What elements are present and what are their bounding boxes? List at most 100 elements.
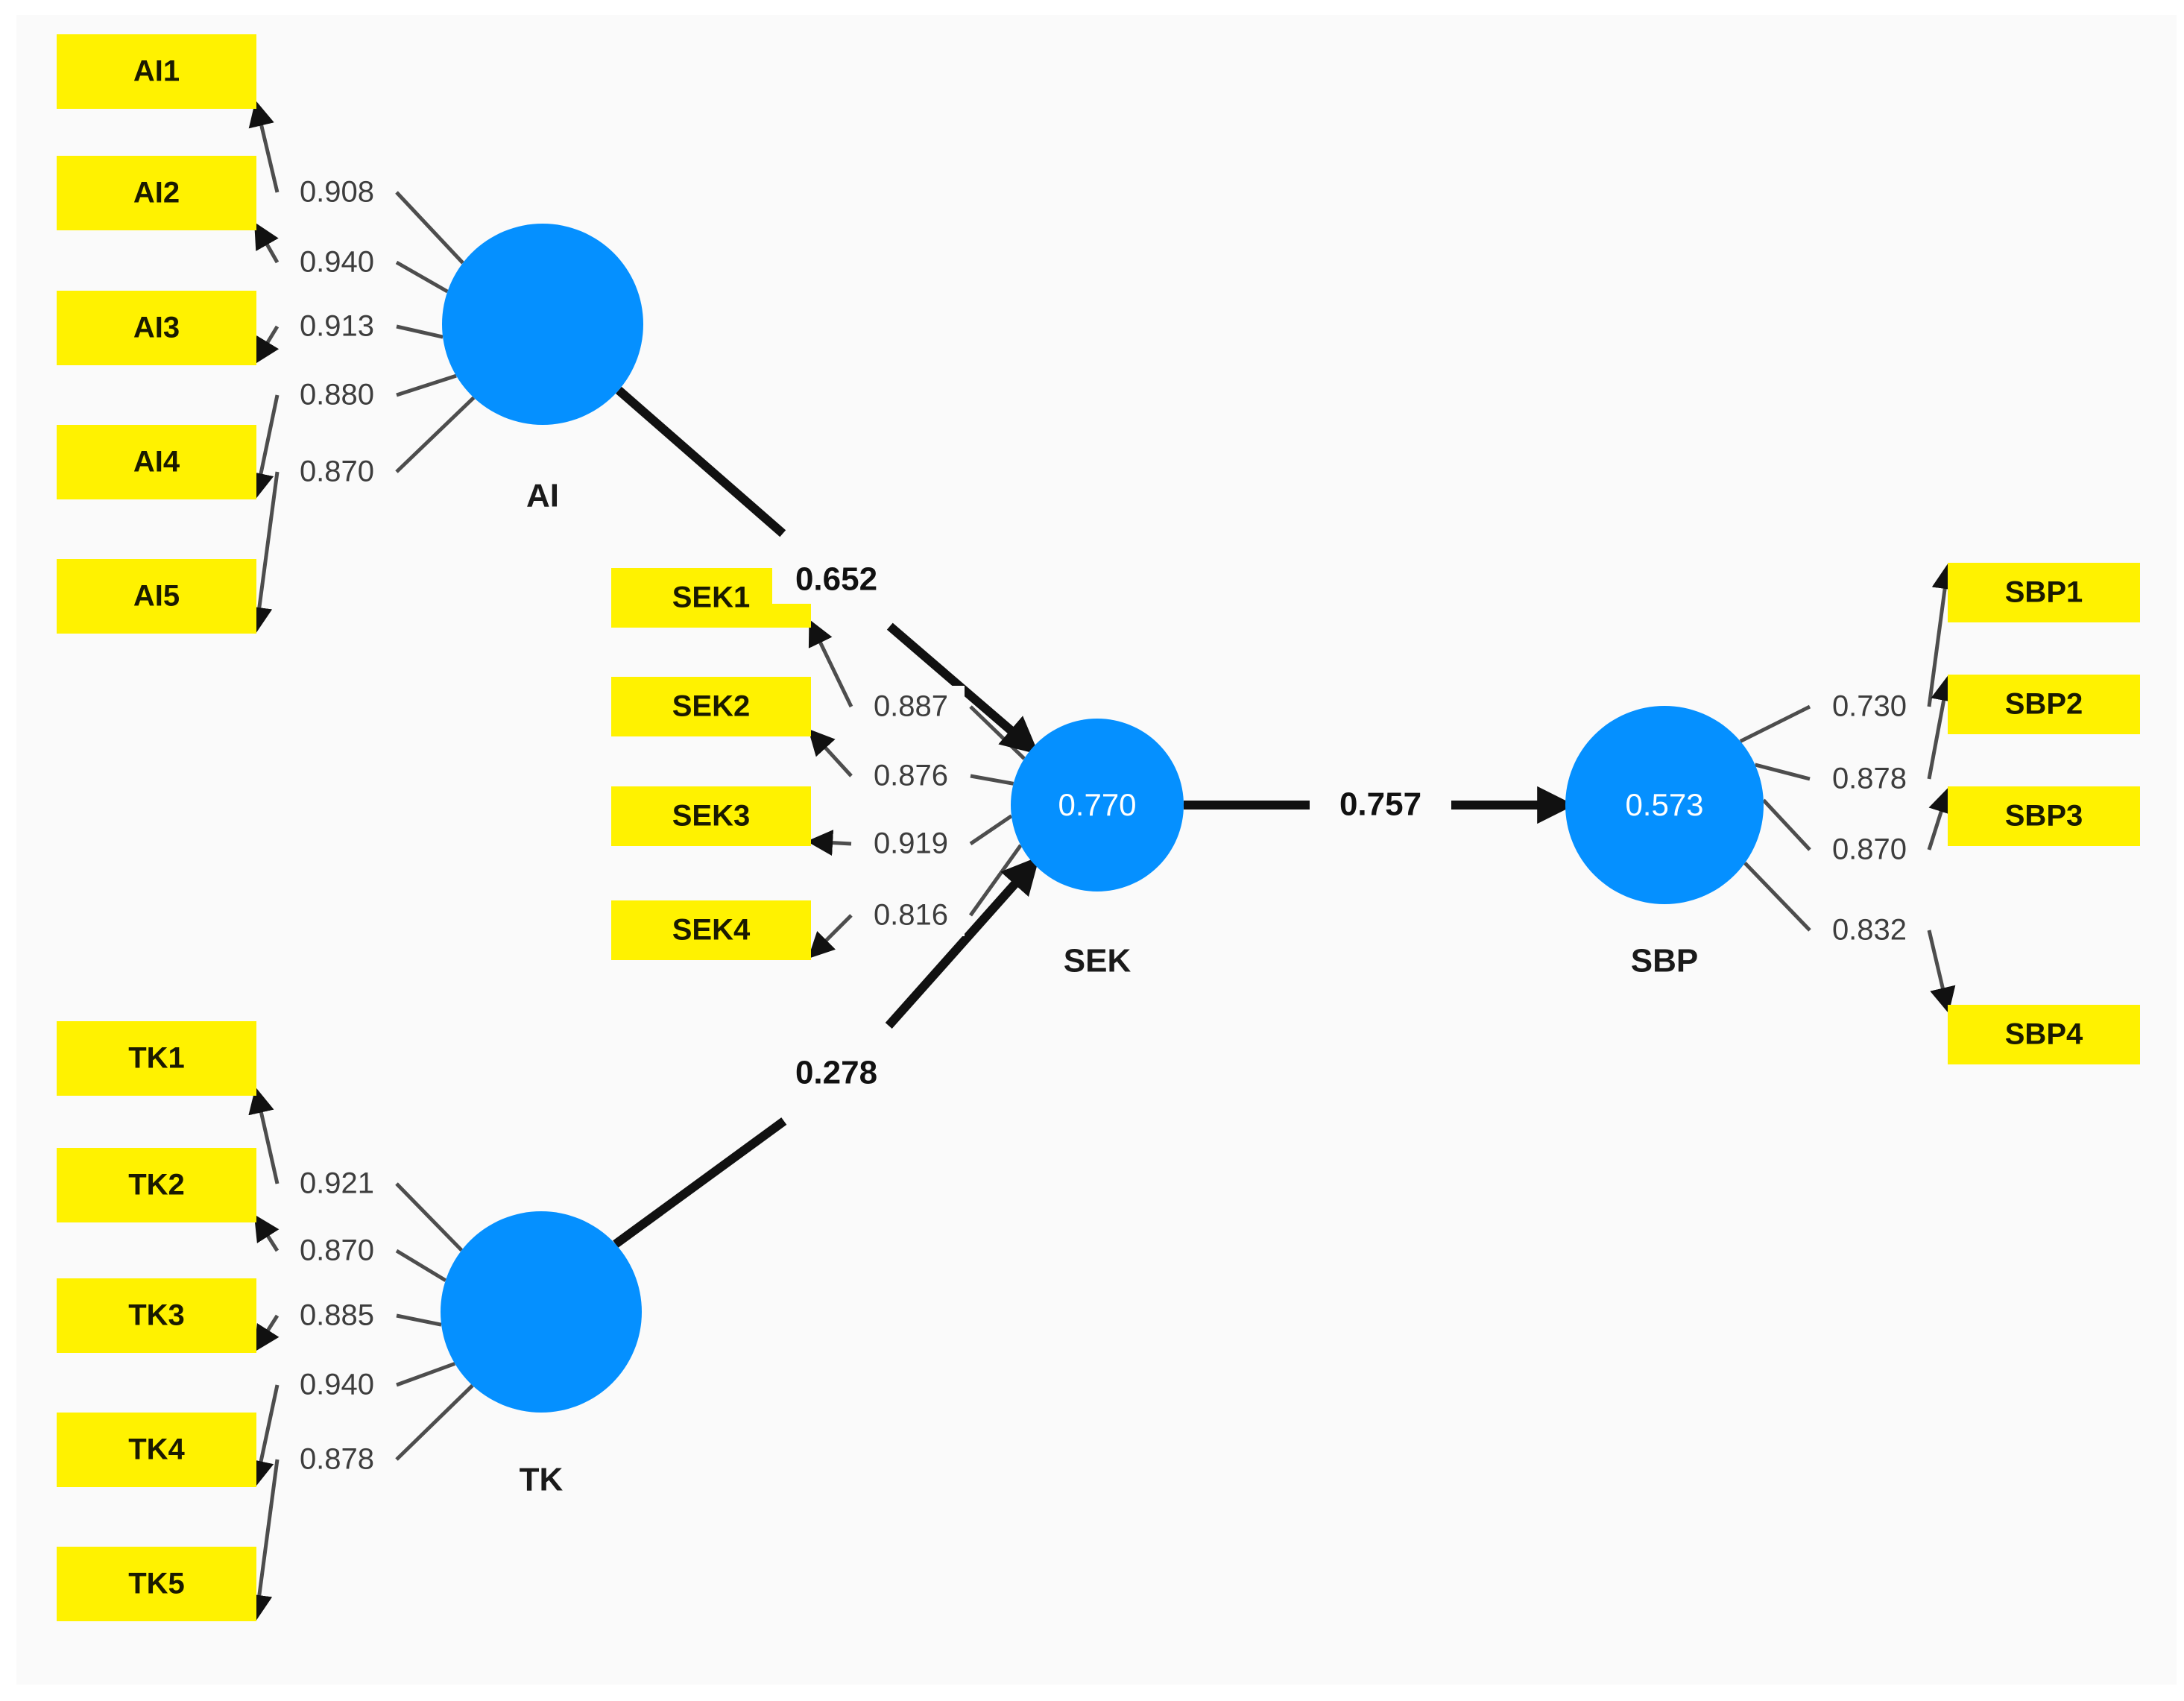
indicator-box[interactable] xyxy=(57,34,256,109)
path-label-bg xyxy=(772,1050,900,1097)
construct-ai[interactable]: AI xyxy=(442,224,643,514)
indicator-label: AI4 xyxy=(133,446,180,479)
indicator-ai1[interactable]: AI1 xyxy=(57,34,256,109)
indicator-label: TK1 xyxy=(128,1042,185,1075)
construct-circle[interactable] xyxy=(1565,706,1764,904)
indicator-box[interactable] xyxy=(57,1413,256,1487)
loading-value-sek3: 0.919 xyxy=(874,827,948,860)
loading-value-sek2: 0.876 xyxy=(874,760,948,792)
indicator-sbp4[interactable]: SBP4 xyxy=(1948,1005,2140,1064)
indicator-label: AI2 xyxy=(133,177,180,209)
loading-label-bg xyxy=(283,1163,391,1205)
loading-arrow-sbp2 xyxy=(1927,675,1957,780)
loading-arrow-ai5 xyxy=(246,471,280,634)
indicator-tk3[interactable]: TK3 xyxy=(57,1278,256,1353)
indicator-tk1[interactable]: TK1 xyxy=(57,1021,256,1096)
loading-arrow-sbp3 xyxy=(1927,786,1954,850)
loading-label-bg xyxy=(857,755,965,797)
construct-circle[interactable] xyxy=(442,224,643,425)
indicator-label: AI5 xyxy=(133,580,180,613)
loading-labels-group: 0.9080.9400.9130.8800.8700.9210.8700.885… xyxy=(283,171,1923,1480)
indicator-box[interactable] xyxy=(57,559,256,634)
loading-value-tk2: 0.870 xyxy=(300,1234,374,1267)
loading-line-sek3 xyxy=(969,814,1013,846)
indicator-tk5[interactable]: TK5 xyxy=(57,1547,256,1621)
construct-name: TK xyxy=(520,1462,564,1498)
indicator-box[interactable] xyxy=(57,1021,256,1096)
indicator-sbp3[interactable]: SBP3 xyxy=(1948,786,2140,846)
indicator-label: SEK2 xyxy=(672,690,751,723)
construct-circle[interactable] xyxy=(441,1211,642,1413)
loading-label-bg xyxy=(283,1230,391,1272)
indicator-ai3[interactable]: AI3 xyxy=(57,291,256,365)
indicator-box[interactable] xyxy=(611,900,811,960)
loading-label-bg xyxy=(283,451,391,493)
indicator-sek3[interactable]: SEK3 xyxy=(611,786,811,846)
indicator-label: AI3 xyxy=(133,312,180,344)
loading-arrow-sek1 xyxy=(808,619,853,708)
loading-line-ai2 xyxy=(395,260,449,294)
loading-value-tk1: 0.921 xyxy=(300,1167,374,1200)
loading-value-sbp4: 0.832 xyxy=(1832,914,1907,947)
loading-value-sbp2: 0.878 xyxy=(1832,763,1907,795)
indicator-sek2[interactable]: SEK2 xyxy=(611,677,811,736)
indicator-label: TK4 xyxy=(128,1433,185,1466)
indicator-sek4[interactable]: SEK4 xyxy=(611,900,811,960)
indicator-box[interactable] xyxy=(57,425,256,499)
loading-line-tk2 xyxy=(395,1249,447,1282)
loading-value-tk5: 0.878 xyxy=(300,1443,374,1476)
construct-circle[interactable] xyxy=(1011,719,1184,891)
indicator-sbp1[interactable]: SBP1 xyxy=(1948,563,2140,622)
indicator-label: SEK1 xyxy=(672,581,751,614)
loading-value-sek4: 0.816 xyxy=(874,899,948,932)
loading-arrow-sek4 xyxy=(807,914,853,959)
indicator-box[interactable] xyxy=(1948,1005,2140,1064)
loading-value-ai4: 0.880 xyxy=(300,379,374,411)
path-lines-group xyxy=(613,386,1575,1248)
loading-arrow-sek2 xyxy=(808,728,853,777)
indicator-box[interactable] xyxy=(57,291,256,365)
indicator-box[interactable] xyxy=(1948,563,2140,622)
construct-tk[interactable]: TK xyxy=(441,1211,642,1498)
indicator-ai5[interactable]: AI5 xyxy=(57,559,256,634)
indicator-box[interactable] xyxy=(1948,675,2140,734)
loading-line-sbp1 xyxy=(1739,704,1811,743)
indicator-ai4[interactable]: AI4 xyxy=(57,425,256,499)
path-segment-ai-sek xyxy=(616,386,786,537)
indicator-label: SBP2 xyxy=(2005,688,2083,721)
indicator-label: SEK4 xyxy=(672,914,751,947)
loading-value-ai1: 0.908 xyxy=(300,176,374,209)
indicator-label: TK2 xyxy=(128,1169,185,1202)
loading-arrow-sek3 xyxy=(807,830,852,856)
indicator-box[interactable] xyxy=(611,786,811,846)
loading-arrow-ai4 xyxy=(247,394,280,499)
loading-line-ai4 xyxy=(396,373,457,397)
loading-line-tk1 xyxy=(395,1182,464,1252)
indicator-tk4[interactable]: TK4 xyxy=(57,1413,256,1487)
loading-line-tk3 xyxy=(396,1313,442,1327)
indicator-box[interactable] xyxy=(57,1547,256,1621)
indicator-tk2[interactable]: TK2 xyxy=(57,1148,256,1222)
indicator-box[interactable] xyxy=(57,1278,256,1353)
indicator-label: TK3 xyxy=(128,1299,185,1332)
indicator-box[interactable] xyxy=(611,677,811,736)
loading-line-sbp4 xyxy=(1743,862,1811,932)
loading-value-sbp1: 0.730 xyxy=(1832,690,1907,723)
loading-label-bg xyxy=(283,1439,391,1480)
r-squared-value: 0.770 xyxy=(1058,787,1136,822)
path-label-bg xyxy=(1316,781,1445,829)
loading-label-bg xyxy=(857,823,965,865)
indicator-box[interactable] xyxy=(1948,786,2140,846)
loading-label-bg xyxy=(857,894,965,936)
indicator-sbp2[interactable]: SBP2 xyxy=(1948,675,2140,734)
indicator-ai2[interactable]: AI2 xyxy=(57,156,256,230)
loading-value-sbp3: 0.870 xyxy=(1832,833,1907,866)
indicator-box[interactable] xyxy=(57,1148,256,1222)
indicator-box[interactable] xyxy=(57,156,256,230)
